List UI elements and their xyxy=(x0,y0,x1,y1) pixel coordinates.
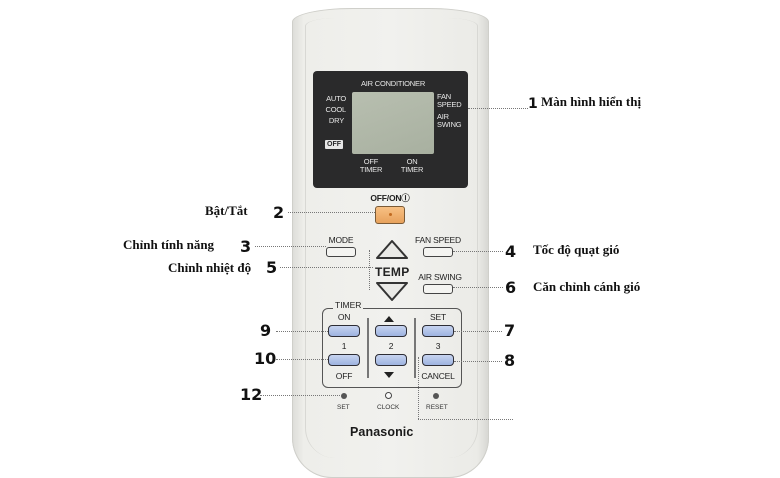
num-2-label: 2 xyxy=(388,341,394,351)
callout-3-number: 3 xyxy=(240,237,252,256)
lcd-swing-label: SWING xyxy=(437,120,462,129)
callout-6-number: 6 xyxy=(505,278,517,297)
callout-line-8 xyxy=(454,361,502,362)
reset-pinhole-button[interactable] xyxy=(433,393,439,399)
air-swing-button[interactable] xyxy=(423,284,453,294)
callout-5-text: Chỉnh nhiệt độ xyxy=(168,260,252,275)
lcd-off-badge: OFF xyxy=(325,140,343,149)
set-pinhole-button[interactable] xyxy=(341,393,347,399)
callout-4-text: Tốc độ quạt gió xyxy=(533,242,620,257)
callout-line-5-vertical xyxy=(369,250,370,290)
fan-speed-label: FAN SPEED xyxy=(415,235,461,245)
air-swing-label: AIR SWING xyxy=(418,272,462,282)
timer-on-label: ON xyxy=(337,312,351,322)
time-down-button[interactable] xyxy=(375,354,407,366)
arrow-down-icon xyxy=(384,372,394,378)
callout-line-9 xyxy=(276,331,328,332)
callout-7-number: 7 xyxy=(504,321,516,340)
brand-logo: Panasonic xyxy=(350,425,414,439)
remote-inner-edge xyxy=(305,18,478,458)
callout-line-4 xyxy=(453,251,503,252)
lcd-mode-cool: COOL xyxy=(325,105,347,114)
lcd-mode-auto: AUTO xyxy=(326,94,346,103)
timer-title: TIMER xyxy=(333,300,364,310)
callout-10-number: 10 xyxy=(254,349,277,368)
callout-2-text: Bật/Tắt xyxy=(205,203,248,218)
lcd-off-timer-2: TIMER xyxy=(359,165,383,174)
time-up-button[interactable] xyxy=(375,325,407,337)
timer-divider-right xyxy=(414,318,416,378)
timer-off-label: OFF xyxy=(335,371,353,381)
small-reset-label: RESET xyxy=(426,404,448,411)
callout-line-6 xyxy=(453,287,503,288)
callout-1-text: Màn hình hiển thị xyxy=(541,94,642,109)
callout-line-11-vertical xyxy=(418,357,419,419)
callout-12-number: 12 xyxy=(240,385,263,404)
clock-button[interactable] xyxy=(385,392,392,399)
lcd-mode-dry: DRY xyxy=(328,116,344,125)
timer-off-button[interactable] xyxy=(328,354,360,366)
power-label: OFF/ONⒾ xyxy=(370,193,410,203)
set-label: SET xyxy=(430,312,446,322)
num-3-label: 3 xyxy=(435,341,441,351)
temp-label: TEMP xyxy=(375,265,410,279)
callout-3-text: Chỉnh tính năng xyxy=(123,237,215,252)
mode-button[interactable] xyxy=(326,247,356,257)
callout-line-11 xyxy=(418,419,513,420)
callout-9-number: 9 xyxy=(260,321,272,340)
callout-1-number: 1 xyxy=(528,96,538,112)
power-button[interactable] xyxy=(375,206,405,224)
arrow-up-icon xyxy=(384,316,394,322)
callout-6-text: Căn chỉnh cánh gió xyxy=(533,279,641,294)
lcd-air-label: AIR xyxy=(437,112,449,121)
callout-line-2 xyxy=(288,212,375,213)
timer-group xyxy=(322,308,462,388)
lcd-on-timer-2: TIMER xyxy=(400,165,424,174)
callout-line-7 xyxy=(454,331,502,332)
callout-line-1 xyxy=(468,108,528,109)
callout-4-number: 4 xyxy=(505,242,517,261)
temp-down-button[interactable] xyxy=(374,281,410,303)
lcd-fan-label: FAN xyxy=(437,92,451,101)
timer-cancel-button[interactable] xyxy=(422,354,454,366)
num-1-label: 1 xyxy=(341,341,347,351)
small-set-label: SET xyxy=(337,404,350,411)
callout-8-number: 8 xyxy=(504,351,516,370)
small-clock-label: CLOCK xyxy=(377,404,400,411)
timer-on-button[interactable] xyxy=(328,325,360,337)
callout-line-5 xyxy=(280,267,373,268)
lcd-title: AIR CONDITIONER xyxy=(360,79,426,88)
timer-divider-left xyxy=(367,318,369,378)
cancel-label: CANCEL xyxy=(421,371,455,381)
callout-5-number: 5 xyxy=(266,258,278,277)
lcd-off-timer-1: OFF xyxy=(363,157,379,166)
temp-up-button[interactable] xyxy=(374,238,410,260)
callout-line-12 xyxy=(260,395,340,396)
lcd-speed-label: SPEED xyxy=(437,100,462,109)
timer-set-button[interactable] xyxy=(422,325,454,337)
callout-line-10 xyxy=(276,359,328,360)
callout-line-3 xyxy=(255,246,326,247)
mode-label: MODE xyxy=(328,235,354,245)
fan-speed-button[interactable] xyxy=(423,247,453,257)
lcd-screen xyxy=(352,92,434,154)
lcd-on-timer-1: ON xyxy=(406,157,418,166)
power-led-icon xyxy=(389,213,392,216)
callout-2-number: 2 xyxy=(273,203,285,222)
